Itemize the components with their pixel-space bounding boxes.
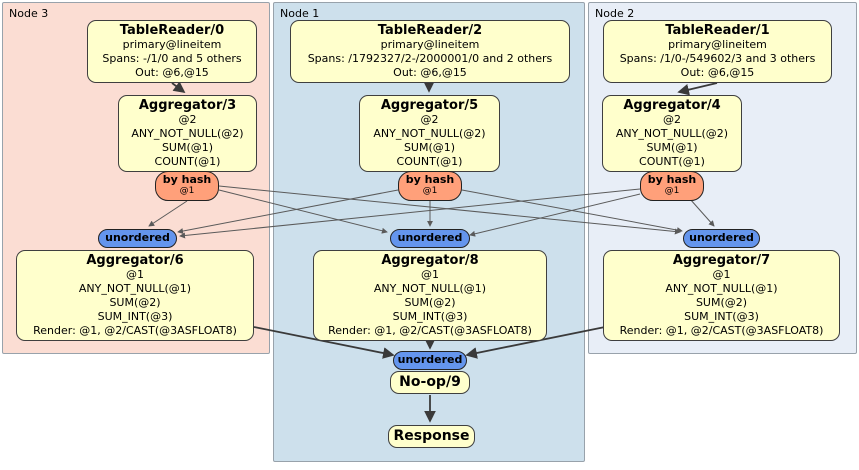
sync-unordered-final: unordered <box>393 351 467 370</box>
sync-unordered: unordered <box>390 229 470 248</box>
processor-agg-fn: SUM(@1) <box>646 141 698 154</box>
processor-aggregator-5: Aggregator/5 @2 ANY_NOT_NULL(@2) SUM(@1)… <box>359 95 500 172</box>
region-label: Node 2 <box>595 7 635 20</box>
router-columns: @1 <box>422 186 438 196</box>
processor-tablereader-2: TableReader/2 primary@lineitem Spans: /1… <box>290 20 570 83</box>
processor-group-cols: @2 <box>420 113 439 126</box>
processor-spans: Spans: -/1/0 and 5 others <box>102 52 242 65</box>
router-by-hash: by hash @1 <box>640 171 704 201</box>
processor-group-cols: @2 <box>663 113 681 126</box>
processor-index: primary@lineitem <box>668 38 767 51</box>
processor-output: Out: @6,@15 <box>135 66 209 79</box>
processor-title: Aggregator/6 <box>86 253 184 268</box>
processor-agg-fn: ANY_NOT_NULL(@1) <box>665 282 778 295</box>
processor-aggregator-8: Aggregator/8 @1 ANY_NOT_NULL(@1) SUM(@2)… <box>313 250 547 341</box>
router-columns: @1 <box>179 186 195 196</box>
processor-agg-fn: SUM(@2) <box>695 296 748 309</box>
processor-title: Aggregator/4 <box>623 98 721 113</box>
processor-group-cols: @1 <box>712 268 731 281</box>
processor-title: TableReader/2 <box>377 23 483 38</box>
router-label: by hash <box>162 173 212 186</box>
processor-agg-fn: SUM(@1) <box>161 141 214 154</box>
processor-agg-fn: SUM_INT(@3) <box>97 310 173 323</box>
region-label: Node 1 <box>280 7 320 20</box>
response-title: Response <box>393 428 470 444</box>
router-columns: @1 <box>664 186 680 196</box>
processor-render: Render: @1, @2/CAST(@3ASFLOAT8) <box>33 324 237 337</box>
processor-title: Aggregator/5 <box>380 98 479 113</box>
sync-unordered: unordered <box>98 229 177 248</box>
response-node: Response <box>388 425 475 448</box>
processor-title: No-op/9 <box>399 374 461 390</box>
processor-agg-fn: COUNT(@1) <box>396 155 463 168</box>
router-by-hash: by hash @1 <box>398 171 462 201</box>
processor-title: Aggregator/7 <box>672 253 771 268</box>
processor-agg-fn: COUNT(@1) <box>154 155 221 168</box>
processor-agg-fn: SUM(@2) <box>109 296 161 309</box>
processor-aggregator-3: Aggregator/3 @2 ANY_NOT_NULL(@2) SUM(@1)… <box>118 95 257 172</box>
processor-render: Render: @1, @2/CAST(@3ASFLOAT8) <box>328 324 532 337</box>
region-label: Node 3 <box>9 7 49 20</box>
processor-group-cols: @1 <box>421 268 439 281</box>
processor-agg-fn: COUNT(@1) <box>639 155 705 168</box>
processor-aggregator-6: Aggregator/6 @1 ANY_NOT_NULL(@1) SUM(@2)… <box>16 250 254 341</box>
processor-agg-fn: ANY_NOT_NULL(@2) <box>131 127 244 140</box>
processor-aggregator-4: Aggregator/4 @2 ANY_NOT_NULL(@2) SUM(@1)… <box>602 95 742 172</box>
router-by-hash: by hash @1 <box>155 171 219 201</box>
processor-agg-fn: SUM(@1) <box>403 141 456 154</box>
sync-unordered: unordered <box>683 229 760 248</box>
processor-spans: Spans: /1792327/2-/2000001/0 and 2 other… <box>307 52 553 65</box>
processor-index: primary@lineitem <box>122 38 222 51</box>
processor-output: Out: @6,@15 <box>393 66 467 79</box>
processor-output: Out: @6,@15 <box>680 66 755 79</box>
processor-index: primary@lineitem <box>380 38 480 51</box>
processor-tablereader-1: TableReader/1 primary@lineitem Spans: /1… <box>603 20 832 83</box>
processor-agg-fn: ANY_NOT_NULL(@2) <box>373 127 486 140</box>
processor-render: Render: @1, @2/CAST(@3ASFLOAT8) <box>619 324 824 337</box>
processor-agg-fn: SUM(@2) <box>404 296 456 309</box>
router-label: by hash <box>405 173 455 186</box>
processor-agg-fn: SUM_INT(@3) <box>392 310 468 323</box>
processor-spans: Spans: /1/0-/549602/3 and 3 others <box>619 52 816 65</box>
processor-agg-fn: ANY_NOT_NULL(@1) <box>78 282 192 295</box>
processor-agg-fn: SUM_INT(@3) <box>684 310 759 323</box>
processor-agg-fn: ANY_NOT_NULL(@1) <box>373 282 487 295</box>
processor-tablereader-0: TableReader/0 primary@lineitem Spans: -/… <box>87 20 257 83</box>
processor-title: TableReader/1 <box>665 23 770 38</box>
processor-group-cols: @1 <box>126 268 144 281</box>
processor-title: TableReader/0 <box>119 23 225 38</box>
processor-aggregator-7: Aggregator/7 @1 ANY_NOT_NULL(@1) SUM(@2)… <box>603 250 840 341</box>
processor-agg-fn: ANY_NOT_NULL(@2) <box>615 127 729 140</box>
processor-title: Aggregator/3 <box>138 98 237 113</box>
processor-group-cols: @2 <box>178 113 197 126</box>
processor-noop-9: No-op/9 <box>390 371 470 394</box>
router-label: by hash <box>647 173 697 186</box>
processor-title: Aggregator/8 <box>381 253 479 268</box>
